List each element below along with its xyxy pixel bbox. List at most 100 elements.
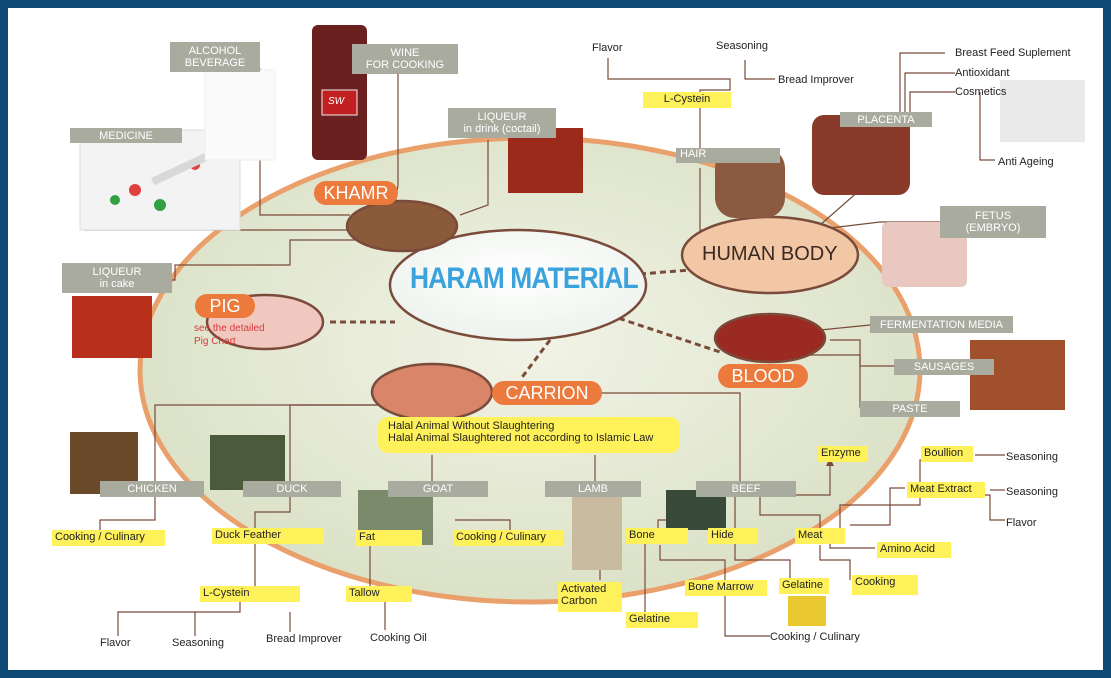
duck-label: DUCK [276, 483, 308, 495]
placenta-label: PLACENTA [857, 113, 915, 126]
placenta-photo [812, 115, 910, 195]
medicine-label: MEDICINE [99, 129, 153, 142]
human-seasoning: Seasoning [716, 40, 768, 52]
fetus-photo [882, 222, 967, 287]
fetus-line1: FETUS [974, 210, 1012, 222]
duck-photo [210, 435, 285, 490]
sausages-box: SAUSAGES [894, 359, 994, 375]
lamb-carbon-line2: Carbon [561, 595, 598, 607]
pill-icons [110, 152, 209, 211]
lamb-label: LAMB [578, 483, 608, 495]
center-title: HARAM MATERIAL [410, 262, 639, 295]
hair-photo [715, 148, 785, 218]
photo-placeholders [70, 25, 1085, 626]
beef-enzyme: Enzyme [818, 446, 868, 462]
beef-extract-flavor: Flavor [1006, 517, 1037, 529]
duck-box: DUCK [243, 481, 341, 497]
beef-boullion-seasoning: Seasoning [1006, 451, 1058, 463]
duck-feather: Duck Feather [212, 528, 324, 544]
beef-bone: Bone [626, 528, 688, 544]
pig-pill: PIG [195, 294, 255, 318]
sausages-photo [970, 340, 1065, 410]
wine-label [321, 89, 358, 116]
goat-fat: Fat [356, 530, 422, 546]
paste-box: PASTE [860, 401, 960, 417]
khamr-photo [345, 199, 459, 253]
liqueur-drink-photo [508, 128, 583, 193]
carrion-pill: CARRION [492, 381, 602, 405]
pig-note-1: see the detailed [194, 323, 265, 334]
beef-label: BEEF [731, 483, 761, 495]
beef-marrow-cooking: Cooking / Culinary [770, 631, 860, 643]
carrion-definition: Halal Animal Without Slaughtering Halal … [378, 417, 680, 453]
hair-label: HAIR [680, 148, 707, 160]
goat-box: GOAT [388, 481, 488, 497]
beef-hide: Hide [708, 528, 758, 544]
goat-cooking-oil: Cooking Oil [370, 632, 427, 644]
center-ellipse [388, 228, 648, 342]
lamb-photo [572, 495, 622, 570]
duck-seasoning: Seasoning [172, 637, 224, 649]
fetus-line2: (EMBRYO) [965, 222, 1021, 234]
hair-box: HAIR [676, 148, 780, 163]
liqueur-drink-line2: in drink (coctail) [463, 123, 541, 135]
human-flavor: Flavor [592, 42, 623, 54]
beef-box: BEEF [696, 481, 796, 497]
cosmetics-label: Cosmetics [955, 86, 1007, 98]
fermentation-media-box: FERMENTATION MEDIA [870, 316, 1013, 333]
liqueur-cake-box: LIQUEUR in cake [62, 263, 172, 293]
beef-cooking: Cooking [852, 575, 918, 595]
beef-extract-seasoning: Seasoning [1006, 486, 1058, 498]
goat-tallow: Tallow [346, 586, 412, 602]
liqueur-cake-line1: LIQUEUR [92, 266, 142, 278]
gelatine-photo [788, 596, 826, 626]
beef-bone-marrow: Bone Marrow [685, 580, 767, 596]
alcohol-photo [204, 69, 276, 161]
duck-l-cystein: L-Cystein [200, 586, 300, 602]
breast-feed-label: Breast Feed Suplement [955, 47, 1071, 59]
goat-label: GOAT [422, 483, 454, 495]
paste-label: PASTE [892, 403, 928, 415]
chicken-box: CHICKEN [100, 481, 204, 497]
placenta-box: PLACENTA [840, 112, 932, 127]
khamr-pill: KHAMR [314, 181, 398, 205]
beef-meat: Meat [795, 528, 845, 544]
human-l-cystein: L-Cystein [643, 92, 731, 108]
beef-boullion: Boullion [921, 446, 973, 462]
liqueur-drink-line1: LIQUEUR [477, 111, 527, 123]
blood-pill: BLOOD [718, 364, 808, 388]
fermentation-media-label: FERMENTATION MEDIA [879, 318, 1004, 331]
fetus-box: FETUS (EMBRYO) [940, 206, 1046, 238]
wine-for-cooking-line1: WINE [390, 47, 420, 59]
pig-note-2: Pig Chart [194, 336, 236, 347]
wine-for-cooking-line2: FOR COOKING [365, 59, 445, 71]
alcohol-beverage-line1: ALCOHOL [188, 45, 242, 57]
anti-ageing-label: Anti Ageing [998, 156, 1054, 168]
lamb-activated-carbon: Activated Carbon [558, 582, 622, 612]
alcohol-beverage-line2: BEVERAGE [184, 57, 246, 69]
beef-hide-gelatine: Gelatine [779, 578, 829, 594]
medicine-box: MEDICINE [70, 128, 182, 143]
human-bread-improver: Bread Improver [778, 74, 854, 86]
alcohol-beverage-box: ALCOHOL BEVERAGE [170, 42, 260, 72]
lamb-box: LAMB [545, 481, 641, 497]
chicken-label: CHICKEN [127, 483, 177, 495]
liqueur-drink-box: LIQUEUR in drink (coctail) [448, 108, 556, 138]
carrion-definition-line2: Halal Animal Slaughtered not according t… [388, 432, 654, 444]
carrion-photo [370, 362, 494, 422]
sausages-label: SAUSAGES [913, 361, 975, 373]
duck-bread-improver: Bread Improver [266, 633, 342, 645]
human-body-label: HUMAN BODY [702, 243, 838, 265]
blood-photo [713, 312, 827, 364]
duck-flavor: Flavor [100, 637, 131, 649]
wine-for-cooking-box: WINE FOR COOKING [352, 44, 458, 74]
liqueur-cake-photo [72, 296, 152, 358]
antioxidant-label: Antioxidant [955, 67, 1010, 79]
cosmetics-photo [1000, 80, 1085, 142]
enzyme-arrow [826, 458, 834, 466]
chicken-cooking: Cooking / Culinary [52, 530, 165, 546]
wine-bottle-label: SW [328, 96, 345, 107]
carrion-definition-line1: Halal Animal Without Slaughtering [388, 420, 555, 432]
beef-meat-extract: Meat Extract [907, 482, 985, 498]
